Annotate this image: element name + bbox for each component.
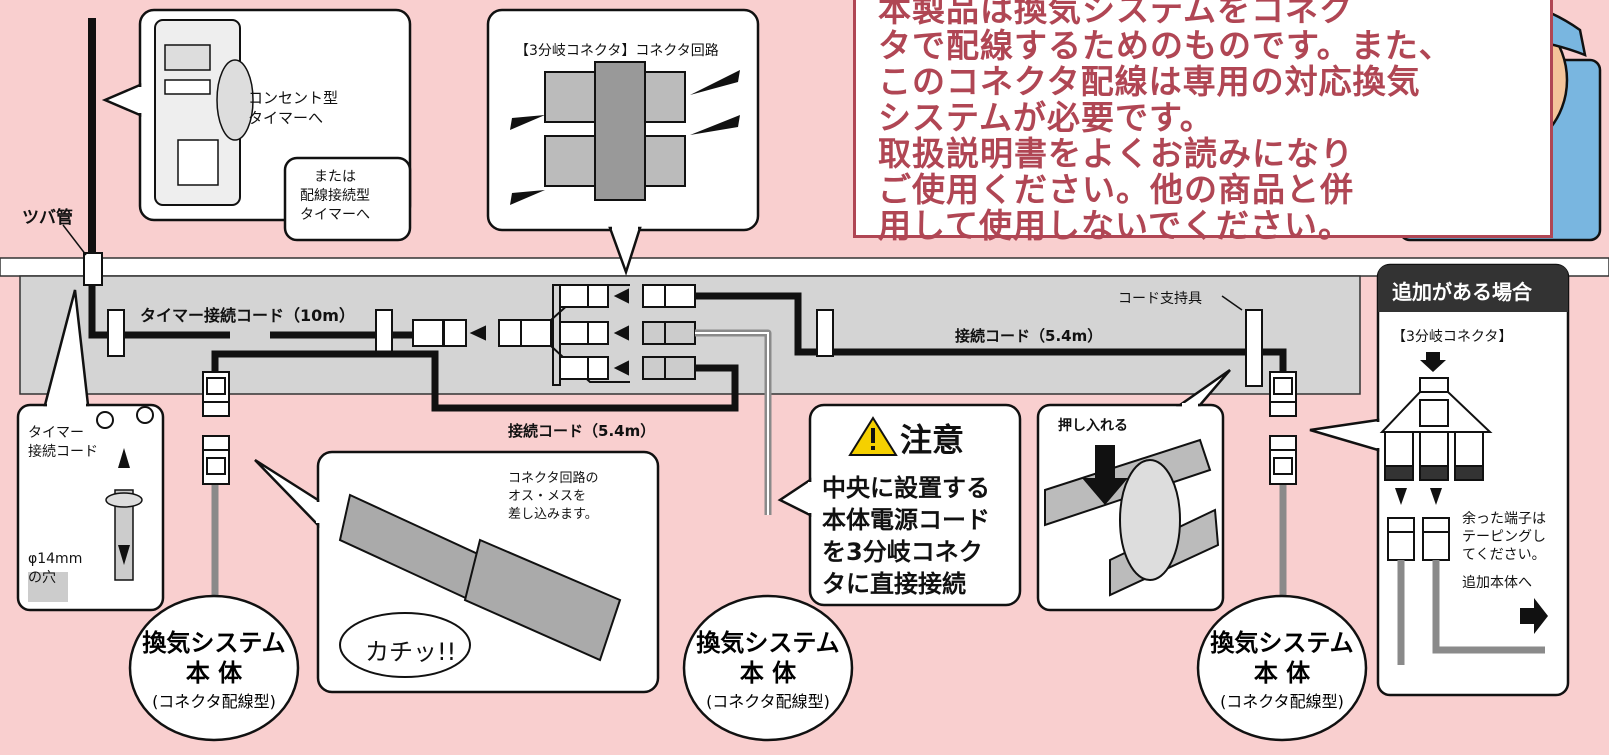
caution-line: を3分岐コネク [822,538,983,566]
ceiling-top-layer [0,257,1609,277]
connection-cord-upper-label: 接続コード（5.4m） [955,327,1103,345]
outlet-timer-label: コンセント型 タイマーへ [248,89,339,127]
left-unit-cord [211,350,739,412]
caution-line: タに直接接続 [822,570,966,598]
timer-cord-line [88,284,230,339]
click-label: カチッ!! [365,638,457,666]
system-unit-left-label: 換気システム 本 体 (コネクタ配線型) [142,629,286,711]
caution-bubble [777,403,1022,607]
connector-insert-label: コネクタ回路の オス・メスを 差し込みます。 [508,471,599,522]
connector-chain [412,284,696,386]
notice-box: 本製品は換気システムをコネク タで配線するためのものです。また、 このコネクタ配… [853,0,1553,245]
addition-panel [1309,263,1570,697]
cord-clip-2 [375,309,393,357]
notice-line: ご使用ください。他の商品と併 [878,170,1354,209]
timer-cord-label: タイマー接続コード（10m） [140,306,355,325]
wired-timer-label: または 配線接続型 タイマーへ [300,169,370,223]
notice-line: タで配線するためのものです。また、 [878,26,1453,65]
system-unit-center [682,594,854,742]
system-unit-left [128,594,300,742]
cord-clip-1 [107,309,125,357]
to-extra-unit-label: 追加本体へ [1462,575,1532,591]
push-in-label: 押し入れる [1058,418,1128,434]
system-unit-center-label: 換気システム 本 体 (コネクタ配線型) [696,629,840,711]
connection-cord-lower-label: 接続コード（5.4m） [508,422,656,440]
addition-header: 追加がある場合 [1392,280,1532,304]
notice-line: 本製品は換気システムをコネク [878,0,1354,29]
cord-support [1245,309,1263,387]
cord-detail-bubble [16,289,165,612]
tsuba-pipe-label: ツバ管 [22,208,73,228]
caution-line: 本体電源コード [822,506,990,534]
system-unit-right-label: 換気システム 本 体 (コネクタ配線型) [1210,629,1354,711]
caution-title: 注意 [900,421,965,459]
hole-label: φ14mm の穴 [28,551,83,586]
click-bubble [254,450,660,694]
notice-line: システムが必要です。 [878,98,1214,137]
vertical-cord [88,18,96,262]
connector-circuit-label: 【3分岐コネクタ】コネクタ回路 [515,43,719,59]
addition-connector-label: 【3分岐コネクタ】 [1392,329,1513,345]
push-in-bubble [1036,368,1231,612]
notice-line: 取扱説明書をよくお読みになり [878,134,1354,173]
right-unit-cord [695,292,1287,372]
timer-bubble [101,8,412,242]
connector-bubble [486,8,760,276]
tsuba-pipe [83,252,103,286]
notice-line: 用して使用しないでください。 [878,206,1353,245]
cord-support-label: コード支持具 [1118,291,1202,307]
system-unit-right [1196,594,1368,742]
timer-cord-short-label: タイマー 接続コード [28,425,98,460]
notice-line: このコネクタ配線は専用の対応換気 [878,62,1421,101]
excess-terminal-label: 余った端子は テーピングし てください。 [1462,511,1546,563]
caution-line: 中央に設置する [822,474,990,502]
